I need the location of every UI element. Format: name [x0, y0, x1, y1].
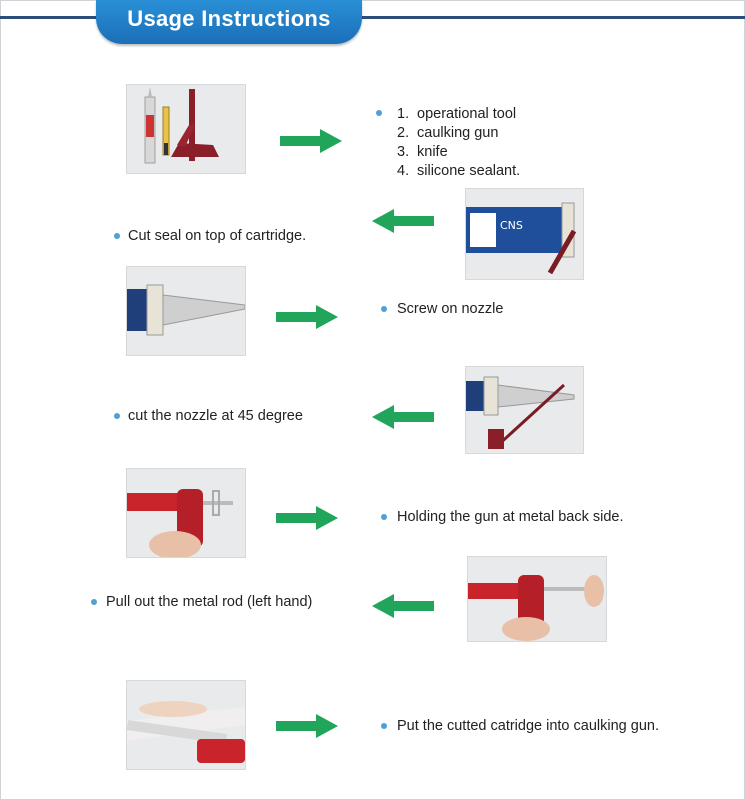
nozzle-photo	[126, 266, 246, 356]
list-item: 3.knife	[397, 144, 448, 160]
list-item: 2.caulking gun	[397, 125, 499, 141]
header-rule	[0, 16, 745, 19]
step-hold-gun: Holding the gun at metal back side.	[397, 509, 624, 525]
arrow-right-icon	[276, 714, 338, 738]
arrow-left-icon	[372, 594, 434, 618]
bullet-icon	[381, 723, 387, 729]
arrow-left-icon	[372, 209, 434, 233]
arrow-right-icon	[276, 305, 338, 329]
bullet-icon	[114, 413, 120, 419]
step-put-cartridge: Put the cutted catridge into caulking gu…	[397, 718, 659, 734]
pull-rod-photo	[467, 556, 607, 642]
arrow-right-icon	[280, 129, 342, 153]
header-tab: Usage Instructions	[96, 0, 362, 44]
cut-nozzle-photo	[465, 366, 584, 454]
hold-gun-photo	[126, 468, 246, 558]
tools-list: 1.operational tool 2.caulking gun 3.knif…	[397, 105, 520, 181]
bullet-icon	[114, 233, 120, 239]
list-item: 4.silicone sealant.	[397, 163, 521, 179]
bullet-icon	[91, 599, 97, 605]
bullet-icon	[376, 110, 382, 116]
brand-label: CNS	[500, 219, 523, 232]
arrow-left-icon	[372, 405, 434, 429]
page-title: Usage Instructions	[127, 6, 331, 31]
step-screw-nozzle: Screw on nozzle	[397, 301, 504, 317]
step-cut-seal: Cut seal on top of cartridge.	[128, 228, 307, 244]
tools-photo	[126, 84, 246, 174]
bullet-icon	[381, 514, 387, 520]
step-cut-nozzle: cut the nozzle at 45 degree	[128, 408, 303, 424]
list-item: 1.operational tool	[397, 106, 517, 122]
arrow-right-icon	[276, 506, 338, 530]
cartridge-cut-photo: CNS	[465, 188, 584, 280]
put-cartridge-photo	[126, 680, 246, 770]
step-pull-rod: Pull out the metal rod (left hand)	[106, 594, 313, 610]
bullet-icon	[381, 306, 387, 312]
